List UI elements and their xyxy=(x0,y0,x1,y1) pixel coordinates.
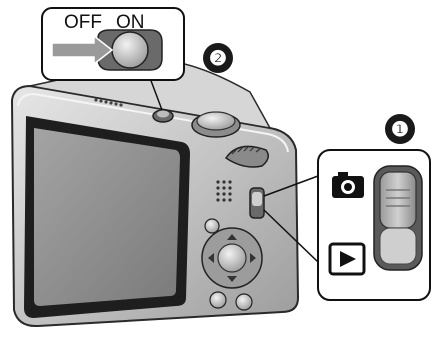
on-label: ON xyxy=(116,12,145,33)
back-speaker xyxy=(216,180,232,202)
menu-buttons[interactable] xyxy=(204,218,253,311)
speaker-grille xyxy=(94,98,123,107)
step-2-marker: ❷ xyxy=(203,43,233,73)
cursor-buttons[interactable] xyxy=(201,227,263,289)
zoom-lever[interactable] xyxy=(224,145,269,168)
off-label: OFF xyxy=(64,12,102,33)
lcd-screen xyxy=(24,116,190,318)
mode-switch[interactable] xyxy=(249,187,265,219)
step-1-text: ❶ xyxy=(391,118,409,141)
slide-arrow xyxy=(51,34,114,66)
callout-lines xyxy=(149,77,319,263)
step-2-text: ❷ xyxy=(209,47,227,70)
play-icon xyxy=(328,242,366,276)
camera-icon xyxy=(332,172,364,198)
step-1-marker: ❶ xyxy=(385,114,415,144)
mode-callout xyxy=(317,149,431,301)
shutter-button[interactable] xyxy=(191,111,241,138)
power-callout xyxy=(41,7,185,81)
power-switch[interactable] xyxy=(152,109,174,123)
